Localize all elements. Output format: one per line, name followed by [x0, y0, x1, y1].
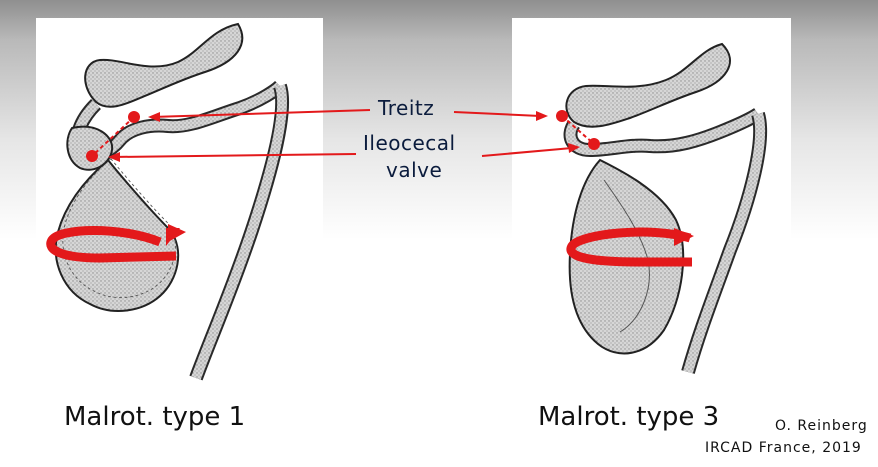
ileocecal-label-line2: valve	[386, 158, 443, 182]
treitz-point-left	[128, 111, 140, 123]
author-credit: O. Reinberg	[775, 418, 868, 434]
ileocecal-point-left	[86, 150, 98, 162]
rotation-arrowhead-right	[674, 228, 694, 246]
ileocecal-label-line1: Ileocecal	[363, 131, 456, 155]
treitz-point-right	[556, 110, 568, 122]
rotation-arrow-left	[46, 226, 177, 263]
treitz-label: Treitz	[378, 96, 435, 120]
rotation-arrow-right	[566, 227, 692, 267]
annotations	[46, 109, 694, 267]
intestine-drawing-type1	[54, 22, 290, 381]
institution-credit: IRCAD France, 2019	[705, 440, 862, 456]
ileocecal-point-right	[588, 138, 600, 150]
intestine-drawing-type3	[563, 42, 768, 374]
caption-type3: Malrot. type 3	[538, 402, 720, 432]
caption-type1: Malrot. type 1	[64, 402, 246, 432]
